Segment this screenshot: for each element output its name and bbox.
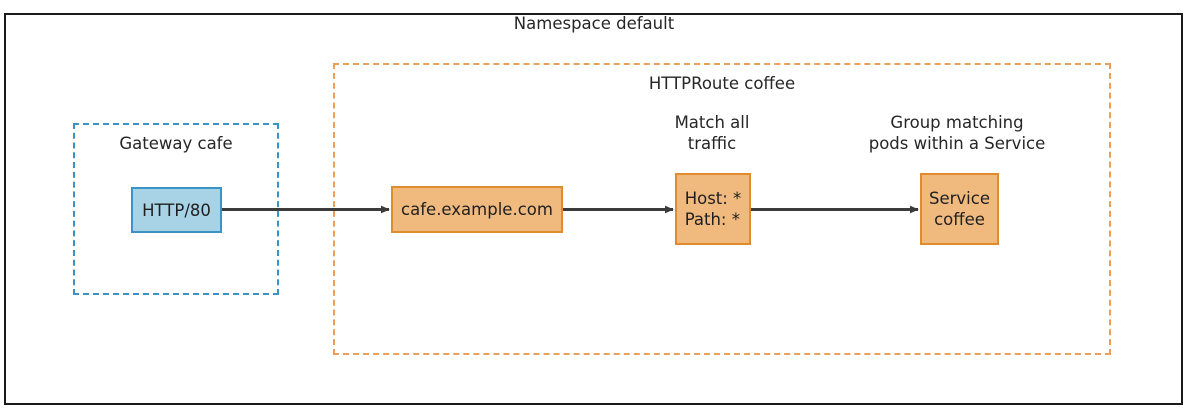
namespace-label: Namespace default xyxy=(513,14,675,33)
node-backend-service-label: Service coffee xyxy=(929,189,990,229)
node-backend-service[interactable]: Service coffee xyxy=(920,173,999,245)
node-listener-http-80[interactable]: HTTP/80 xyxy=(131,187,222,233)
annotation-match-all-traffic: Match all traffic xyxy=(674,113,750,153)
node-match-rule[interactable]: Host: * Path: * xyxy=(675,173,751,245)
namespace-frame xyxy=(4,13,1183,405)
node-hostname-label: cafe.example.com xyxy=(401,200,553,219)
annotation-group-matching-pods: Group matching pods within a Service xyxy=(868,113,1046,153)
node-match-rule-label: Host: * Path: * xyxy=(684,189,742,229)
group-httproute-label: HTTPRoute coffee xyxy=(648,74,796,93)
group-gateway-label: Gateway cafe xyxy=(119,134,233,153)
node-hostname[interactable]: cafe.example.com xyxy=(391,186,563,233)
node-listener-label: HTTP/80 xyxy=(142,200,211,220)
